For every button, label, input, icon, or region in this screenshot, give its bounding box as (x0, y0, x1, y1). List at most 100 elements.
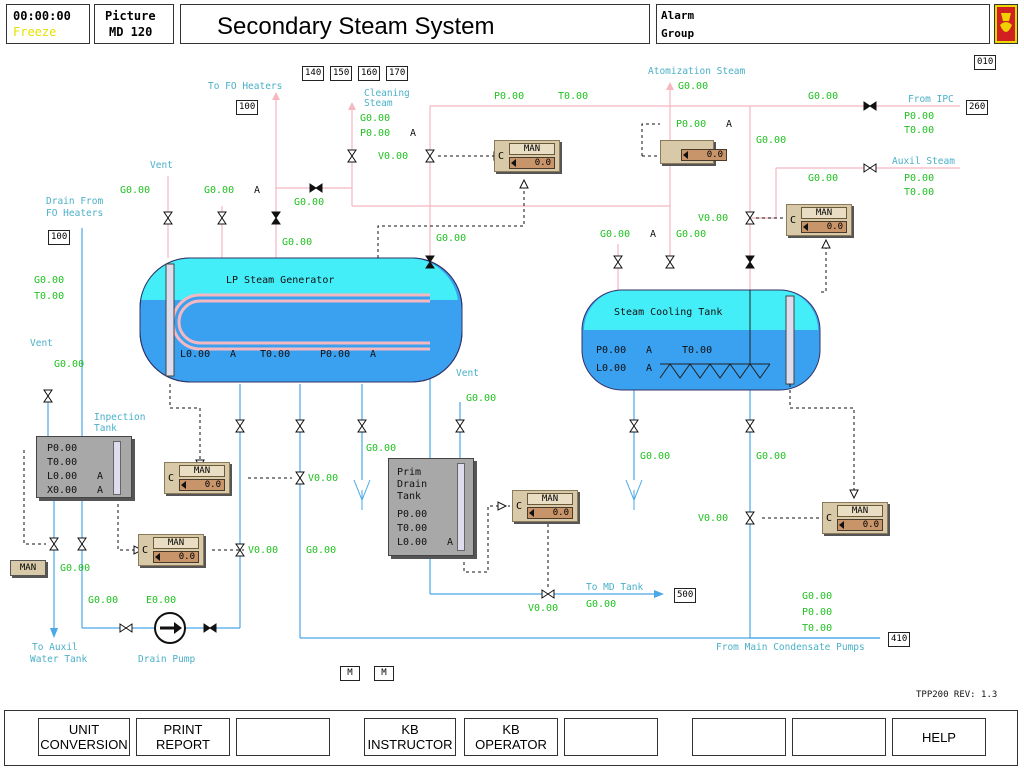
kb-instructor-button[interactable]: KB INSTRUCTOR (364, 718, 456, 756)
unit-conversion-button[interactable]: UNIT CONVERSION (38, 718, 130, 756)
pv-sct-v: V0.00 (698, 213, 729, 224)
group-label: Group (661, 27, 695, 40)
m-button-2[interactable]: M (374, 666, 394, 681)
m-button-1[interactable]: M (340, 666, 360, 681)
decrease-arrow-icon[interactable] (529, 509, 534, 517)
injection-tank: P0.00 T0.00 L0.00 A X0.00 A (36, 436, 132, 498)
pv-drain-t: T0.00 (34, 291, 65, 302)
page-tag-500[interactable]: 500 (674, 588, 697, 603)
decrease-arrow-icon[interactable] (181, 481, 186, 489)
prim-drain-tank: Prim Drain Tank P0.00 T0.00 L0.00 A (388, 458, 474, 556)
man-button[interactable]: MAN (10, 560, 46, 576)
controller-c: C (826, 513, 833, 524)
decrease-arrow-icon[interactable] (155, 553, 160, 561)
pv-md-g: G0.00 (586, 599, 617, 610)
controller-mode[interactable]: MAN (153, 537, 199, 549)
label-injection: Inpection (94, 412, 146, 423)
pv-atom-a: A (726, 119, 733, 130)
pv-aux-p: P0.00 (904, 173, 935, 184)
picture-box[interactable]: Picture MD 120 (94, 4, 174, 44)
decrease-arrow-icon[interactable] (511, 159, 516, 167)
pv-gen-steam-g: G0.00 (436, 233, 467, 244)
controller-value[interactable]: 0.0 (509, 157, 555, 169)
inj-x-alarm: A (97, 485, 104, 496)
pv-v1: V0.00 (378, 151, 409, 162)
controller-atomization[interactable]: 0.0 (660, 140, 727, 164)
controller-cleaning[interactable]: C MAN 0.0 (494, 140, 560, 172)
pv-aux-t: T0.00 (904, 187, 935, 198)
controller-mode[interactable]: MAN (527, 493, 573, 505)
controller-pump[interactable]: C MAN 0.0 (138, 534, 204, 566)
controller-condensate[interactable]: C MAN 0.0 (822, 502, 888, 534)
pv-cond-p: P0.00 (802, 607, 833, 618)
revision-label: TPP200 REV: 1.3 (916, 690, 998, 700)
controller-mode[interactable]: MAN (509, 143, 555, 155)
page-tag-160[interactable]: 160 (358, 66, 381, 81)
decrease-arrow-icon[interactable] (839, 521, 844, 529)
pv-gen-g: G0.00 (282, 237, 313, 248)
steam-cooling-tank-label: Steam Cooling Tank (614, 307, 723, 318)
empty-button-2[interactable] (564, 718, 658, 756)
pv-below-gen-g: G0.00 (366, 443, 397, 454)
help-button[interactable]: HELP (892, 718, 986, 756)
empty-button-1[interactable] (236, 718, 330, 756)
kb-operator-button[interactable]: KB OPERATOR (464, 718, 558, 756)
print-report-button[interactable]: PRINT REPORT (136, 718, 230, 756)
clock: 00:00:00 (13, 9, 71, 23)
controller-value[interactable]: 0.0 (681, 149, 727, 161)
label-fo-heaters: FO Heaters (46, 208, 104, 219)
controller-value[interactable]: 0.0 (801, 221, 847, 233)
controller-c: C (498, 151, 505, 162)
page-code-tag[interactable]: 010 (974, 55, 997, 70)
controller-value[interactable]: 0.0 (179, 479, 225, 491)
controller-gen-level[interactable]: C MAN 0.0 (164, 462, 230, 494)
gen-pressure: P0.00 (320, 349, 351, 360)
label-vent-1: Vent (150, 160, 173, 171)
gen-level: L0.00 (180, 349, 211, 360)
decrease-arrow-icon[interactable] (683, 151, 688, 159)
crest-logo (994, 4, 1018, 44)
pv-ipc-t: T0.00 (904, 125, 935, 136)
pv-vent3-g: G0.00 (466, 393, 497, 404)
pv-pump-in-g: G0.00 (88, 595, 119, 606)
page-tag-410[interactable]: 410 (888, 632, 911, 647)
controller-value[interactable]: 0.0 (153, 551, 199, 563)
sct-pressure-alarm: A (646, 345, 653, 356)
controller-c: C (168, 473, 175, 484)
label-auxil-steam: Auxil Steam (892, 156, 955, 167)
page-title: Secondary Steam System (217, 13, 495, 40)
pv-top-p: P0.00 (494, 91, 525, 102)
pv-fo-g: G0.00 (294, 197, 325, 208)
sct-level-alarm: A (646, 363, 653, 374)
empty-button-3[interactable] (692, 718, 786, 756)
controller-auxil[interactable]: C MAN 0.0 (786, 204, 852, 236)
controller-mode[interactable]: MAN (837, 505, 883, 517)
pv-vent2-g: G0.00 (54, 359, 85, 370)
page-tag-170[interactable]: 170 (386, 66, 409, 81)
pv-sct-saf-g: G0.00 (600, 229, 631, 240)
label-injection-tank: Tank (94, 423, 117, 434)
pv-clean-g: G0.00 (360, 113, 391, 124)
empty-button-4[interactable] (792, 718, 886, 756)
page-tag-150[interactable]: 150 (330, 66, 353, 81)
lp-steam-generator (139, 257, 463, 383)
controller-mode[interactable]: MAN (179, 465, 225, 477)
page-tag-140[interactable]: 140 (302, 66, 325, 81)
label-cleaning: Cleaning (364, 88, 410, 99)
alarm-group-box[interactable]: Alarm Group (656, 4, 990, 44)
label-to-fo-heaters: To FO Heaters (208, 81, 283, 92)
controller-prim-drain[interactable]: C MAN 0.0 (512, 490, 578, 522)
controller-value[interactable]: 0.0 (527, 507, 573, 519)
page-tag-100-fo[interactable]: 100 (236, 100, 259, 115)
prim-drain-level-gauge (457, 463, 465, 551)
page-tag-100-drain[interactable]: 100 (48, 230, 71, 245)
decrease-arrow-icon[interactable] (803, 223, 808, 231)
label-from-ipc: From IPC (908, 94, 954, 105)
label-water-tank: Water Tank (30, 654, 88, 665)
inj-level-alarm: A (97, 471, 104, 482)
label-to-md-tank: To MD Tank (586, 582, 644, 593)
controller-mode[interactable]: MAN (801, 207, 847, 219)
label-drain-pump: Drain Pump (138, 654, 196, 665)
controller-value[interactable]: 0.0 (837, 519, 883, 531)
page-tag-260[interactable]: 260 (966, 100, 989, 115)
